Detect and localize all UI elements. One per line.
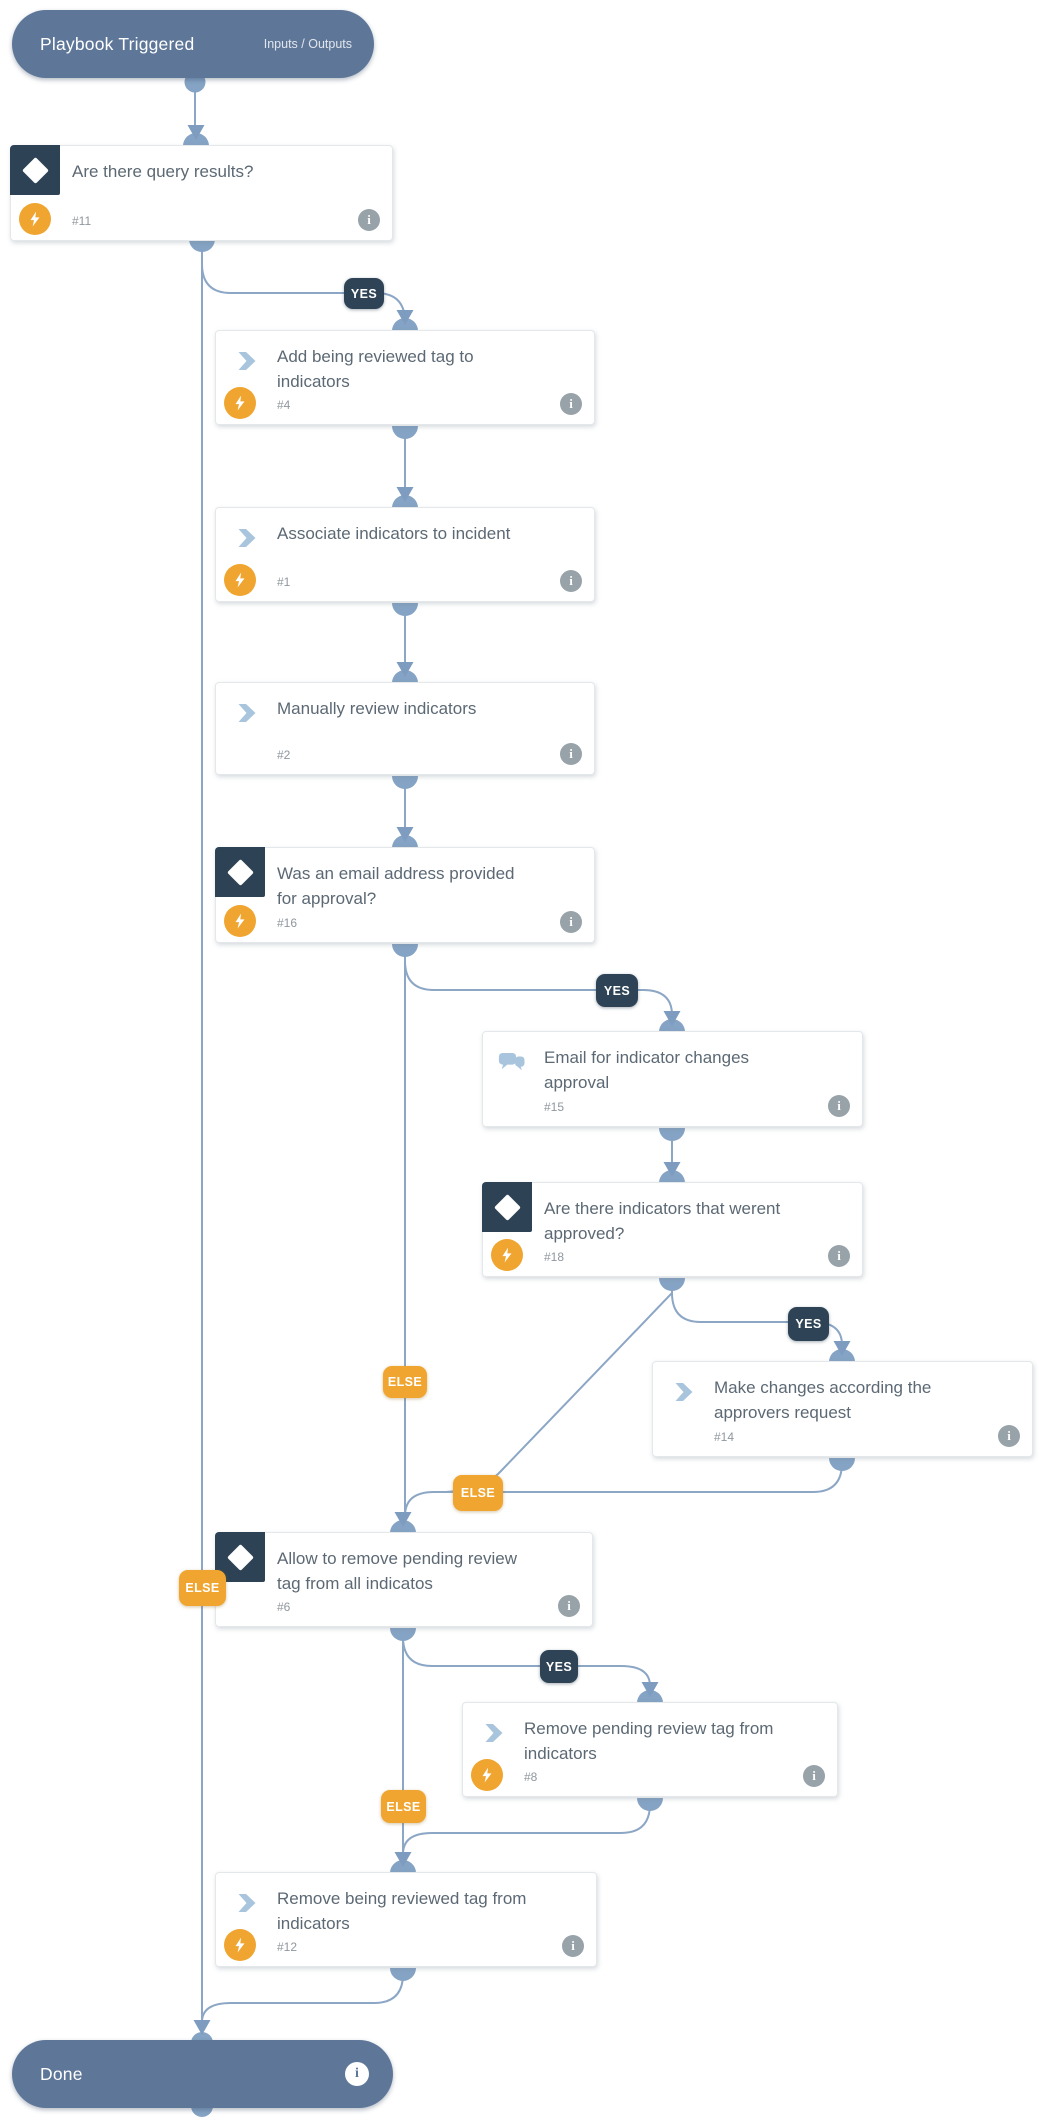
communication-node-15[interactable]: Email for indicator changes approval #15… [482,1031,863,1127]
yes-badge: YES [788,1307,829,1341]
badge-label: YES [603,983,631,998]
task-arrow-icon [237,704,257,727]
badge-label: YES [350,286,378,301]
start-node-title: Playbook Triggered [40,33,195,54]
task-arrow-icon [237,352,257,375]
node-title: Are there indicators that werent approve… [544,1199,781,1243]
node-title: Make changes according the approvers req… [714,1378,932,1422]
node-title: Add being reviewed tag to indicators [277,347,474,391]
task-arrow-icon [674,1383,694,1406]
info-icon[interactable]: i [358,209,380,231]
else-badge: ELSE [453,1475,503,1511]
info-icon[interactable]: i [345,2062,369,2086]
task-node-1[interactable]: Associate indicators to incident #1 i [215,507,595,602]
automation-bolt-icon [224,905,256,937]
node-title: Was an email address provided for approv… [277,864,515,908]
task-node-12[interactable]: Remove being reviewed tag from indicator… [215,1872,597,1967]
node-number: #14 [714,1430,735,1444]
info-icon[interactable]: i [558,1595,580,1617]
node-title: Are there query results? [72,162,254,181]
end-node-title: Done [40,2063,83,2084]
node-number: #12 [277,1940,298,1954]
node-title: Remove pending review tag from indicator… [524,1719,774,1763]
info-icon[interactable]: i [562,1935,584,1957]
condition-node-11[interactable]: Are there query results? #11 i [10,145,393,241]
condition-node-18[interactable]: Are there indicators that werent approve… [482,1182,863,1277]
else-badge: ELSE [179,1570,226,1606]
info-icon[interactable]: i [560,393,582,415]
automation-bolt-icon [224,1929,256,1961]
task-node-8[interactable]: Remove pending review tag from indicator… [462,1702,838,1797]
automation-bolt-icon [224,564,256,596]
badge-label: YES [545,1659,573,1674]
node-title: Manually review indicators [277,699,477,718]
automation-bolt-icon [491,1239,523,1271]
node-title: Allow to remove pending review tag from … [277,1549,518,1593]
node-number: #18 [544,1250,565,1264]
else-badge: ELSE [383,1366,427,1398]
task-node-14[interactable]: Make changes according the approvers req… [652,1361,1033,1457]
info-icon[interactable]: i [560,570,582,592]
task-node-4[interactable]: Add being reviewed tag to indicators #4 … [215,330,595,425]
task-node-2[interactable]: Manually review indicators #2 i [215,682,595,775]
node-number: #1 [277,575,291,589]
condition-node-16[interactable]: Was an email address provided for approv… [215,847,595,943]
chat-bubbles-icon [498,1052,526,1080]
task-arrow-icon [484,1724,504,1747]
automation-bolt-icon [471,1759,503,1791]
automation-bolt-icon [19,203,51,235]
condition-diamond-icon [10,145,60,195]
yes-badge: YES [344,278,384,309]
else-badge: ELSE [381,1790,426,1823]
node-number: #15 [544,1100,565,1114]
info-icon[interactable]: i [828,1095,850,1117]
condition-diamond-icon [482,1182,532,1232]
inputs-outputs-link[interactable]: Inputs / Outputs [263,37,352,51]
automation-bolt-icon [224,387,256,419]
badge-label: ELSE [185,1581,220,1595]
node-number: #4 [277,398,291,412]
node-title: Remove being reviewed tag from indicator… [277,1889,527,1933]
node-number: #2 [277,748,291,762]
info-icon[interactable]: i [803,1765,825,1787]
node-title: Email for indicator changes approval [544,1048,750,1092]
node-number: #16 [277,916,298,930]
task-arrow-icon [237,529,257,552]
playbook-triggered-node[interactable]: Playbook Triggered Inputs / Outputs [12,10,374,78]
info-icon[interactable]: i [560,743,582,765]
info-icon[interactable]: i [998,1425,1020,1447]
badge-label: YES [795,1317,822,1331]
done-node[interactable]: Done i [12,2040,393,2108]
yes-badge: YES [540,1650,578,1683]
info-icon[interactable]: i [560,911,582,933]
info-icon[interactable]: i [828,1245,850,1267]
yes-badge: YES [596,974,638,1007]
node-number: #6 [277,1600,291,1614]
node-number: #8 [524,1770,538,1784]
node-title: Associate indicators to incident [277,524,511,543]
task-arrow-icon [237,1894,257,1917]
badge-label: ELSE [386,1799,421,1814]
badge-label: ELSE [387,1375,423,1389]
condition-diamond-icon [215,847,265,897]
condition-node-6[interactable]: Allow to remove pending review tag from … [215,1532,593,1627]
node-number: #11 [72,214,92,228]
badge-label: ELSE [460,1486,496,1500]
